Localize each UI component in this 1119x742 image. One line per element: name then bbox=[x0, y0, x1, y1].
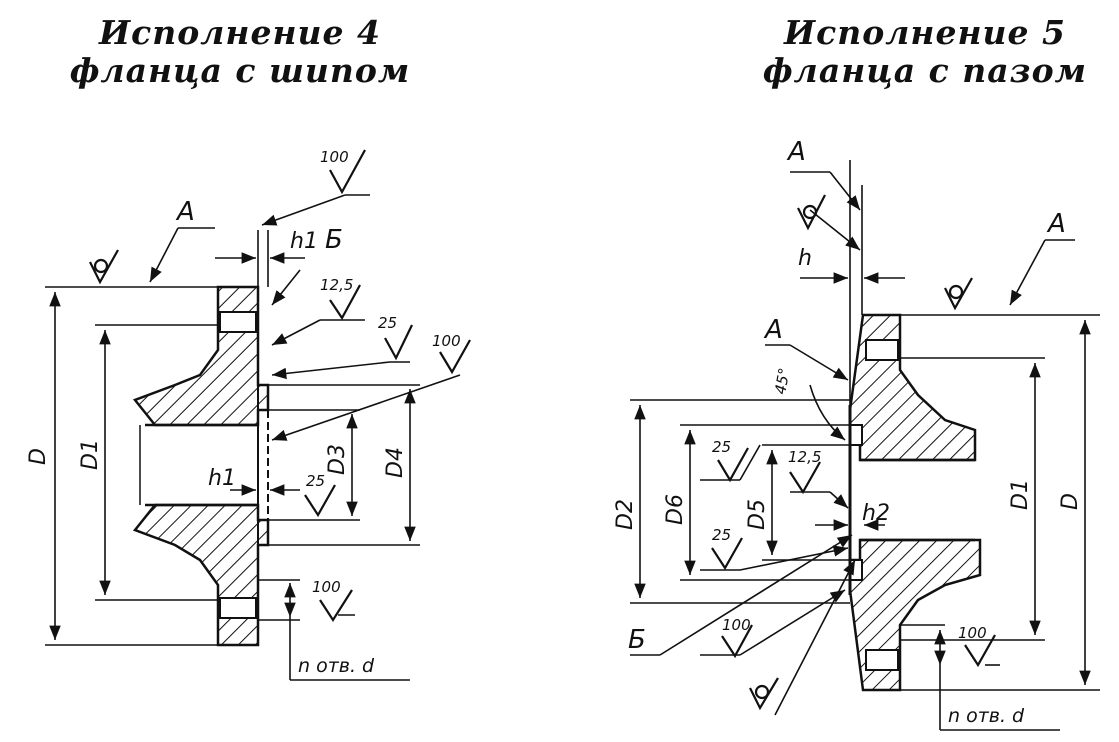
surface-label-a-mid-right: А bbox=[1046, 209, 1066, 239]
dim-h1-low: h1 bbox=[208, 466, 236, 491]
dim-d1-right: D1 bbox=[1008, 479, 1033, 510]
roughness-100-mid-left: 100 bbox=[432, 332, 461, 350]
bolt-hole-lower bbox=[219, 597, 257, 619]
right-dimensions bbox=[630, 160, 1100, 731]
flange-lower-section bbox=[132, 503, 270, 647]
dim-d-left: D bbox=[26, 448, 51, 465]
surface-label-a-left: А bbox=[175, 197, 195, 227]
dim-chamfer-45: 45° bbox=[771, 366, 793, 395]
dim-d6: D6 bbox=[663, 494, 688, 525]
holes-note-left: n отв. d bbox=[298, 655, 375, 677]
bolt-hole-lower-right bbox=[865, 649, 899, 671]
flange-upper-section bbox=[132, 285, 270, 427]
dim-d4: D4 bbox=[383, 447, 408, 478]
roughness-25-top-right: 25 bbox=[712, 438, 731, 456]
flange-upper-section-right bbox=[848, 313, 977, 462]
bolt-hole-upper bbox=[219, 311, 257, 333]
roughness-25-top-left: 25 bbox=[378, 314, 397, 332]
title-variant-4-line1: Исполнение 4 bbox=[99, 13, 381, 52]
left-dimensions bbox=[45, 194, 461, 681]
roughness-12-5-right: 12,5 bbox=[788, 448, 821, 466]
dim-h: h bbox=[798, 246, 812, 271]
surface-label-a-low-right: А bbox=[763, 315, 783, 345]
title-variant-4: Исполнение 4 фланца с шипом bbox=[60, 14, 420, 90]
roughness-100-top-left: 100 bbox=[320, 148, 349, 166]
title-variant-4-line2: фланца с шипом bbox=[69, 51, 411, 90]
dim-d3: D3 bbox=[325, 444, 350, 475]
groove-upper bbox=[849, 424, 863, 446]
roughness-100-low-left: 100 bbox=[312, 578, 341, 596]
surface-label-a-top-right: А bbox=[786, 137, 806, 167]
roughness-25-low-right: 25 bbox=[712, 526, 731, 544]
groove-lower bbox=[849, 559, 863, 581]
holes-note-right: n отв. d bbox=[948, 705, 1025, 727]
dim-h2: h2 bbox=[862, 501, 890, 526]
dim-d5: D5 bbox=[745, 499, 770, 530]
surface-label-b-left: Б bbox=[325, 225, 343, 255]
title-variant-5-line1: Исполнение 5 bbox=[784, 13, 1066, 52]
roughness-100-left-right: 100 bbox=[722, 616, 751, 634]
dim-d-right: D bbox=[1058, 493, 1083, 510]
right-roughness-symbols bbox=[711, 194, 996, 711]
roughness-25-low-left: 25 bbox=[306, 472, 325, 490]
roughness-12-5-left: 12,5 bbox=[320, 276, 353, 294]
left-roughness-symbols bbox=[89, 149, 471, 623]
title-variant-5-line2: фланца с пазом bbox=[762, 51, 1088, 90]
dim-d1-left: D1 bbox=[78, 439, 103, 470]
bolt-hole-upper-right bbox=[865, 339, 899, 361]
title-variant-5: Исполнение 5 фланца с пазом bbox=[735, 14, 1115, 90]
flange-tenon-view bbox=[132, 285, 270, 647]
surface-label-b-right: Б bbox=[628, 625, 646, 655]
dim-d2: D2 bbox=[613, 499, 638, 530]
dim-h1-top: h1 bbox=[290, 229, 318, 254]
roughness-100-right: 100 bbox=[958, 624, 987, 642]
